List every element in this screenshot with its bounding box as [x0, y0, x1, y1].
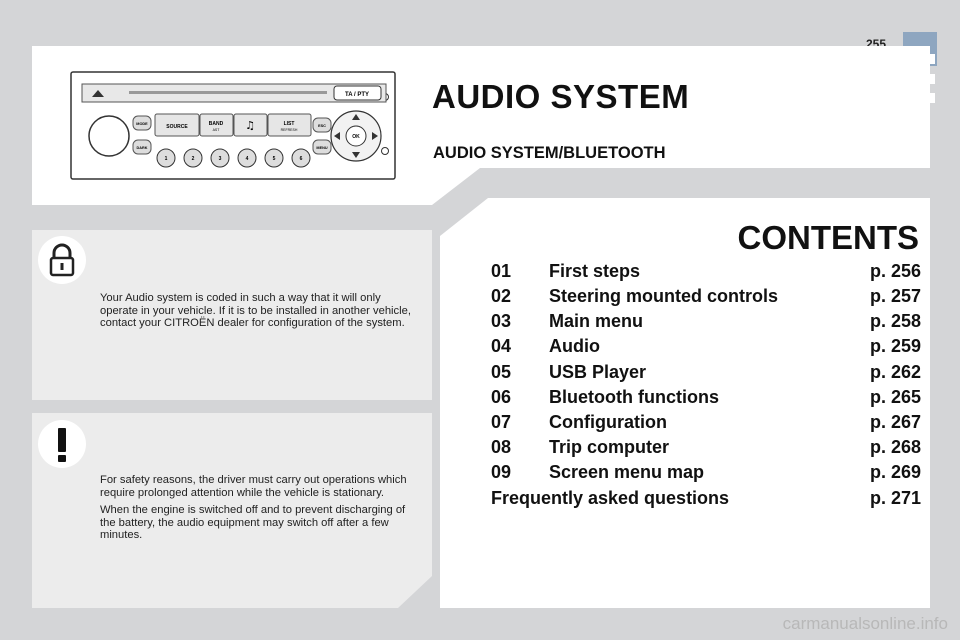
toc-title: First steps [549, 261, 641, 281]
toc-title: Bluetooth functions [549, 387, 719, 407]
toc-number: 06 [491, 387, 512, 407]
ta-pty-button [333, 85, 382, 101]
ok-label: OK [352, 134, 360, 140]
toc-page: p. 258 [869, 311, 921, 331]
menu-label: MENU [316, 146, 327, 150]
toc-item[interactable]: 01 First steps p. 256 [491, 261, 921, 285]
toc-item[interactable]: 06 Bluetooth functions p. 265 [491, 387, 921, 411]
preset-1: 1 [165, 156, 168, 162]
toc-number: 09 [491, 462, 512, 482]
toc-title: Main menu [549, 311, 644, 331]
music-note-button [233, 113, 268, 137]
toc-item[interactable]: 07 Configuration p. 267 [491, 412, 921, 436]
toc-item[interactable]: 04 Audio p. 259 [491, 336, 921, 360]
toc-item[interactable]: 09 Screen menu map p. 269 [491, 462, 921, 486]
toc-page: p. 259 [869, 336, 921, 356]
arrow-up-icon [352, 114, 360, 120]
toc-title: Trip computer [549, 437, 670, 457]
warning-note: For safety reasons, the driver must carr… [100, 474, 420, 547]
toc-page: p. 256 [869, 261, 921, 281]
toc-number: 08 [491, 437, 512, 457]
radio-illustration: TA / PTY MODE DARK SOURCE BAND AST ♫ LIS… [70, 71, 396, 180]
arrow-down-icon [352, 152, 360, 158]
ast-label: AST [213, 128, 221, 132]
toc-item-faq[interactable]: Frequently asked questions p. 271 [491, 488, 921, 512]
lock-icon [38, 236, 86, 284]
toc-title: Screen menu map [549, 462, 705, 482]
arrow-left-icon [334, 132, 340, 140]
contents-heading: CONTENTS [737, 219, 920, 256]
toc-item[interactable]: 03 Main menu p. 258 [491, 311, 921, 335]
toc-page: p. 271 [869, 488, 921, 508]
arrow-right-icon [372, 132, 378, 140]
dark-button [132, 139, 152, 155]
esc-label: ESC [318, 124, 326, 128]
source-button [154, 113, 200, 137]
toc-item[interactable]: 05 USB Player p. 262 [491, 362, 921, 386]
toc-title: Steering mounted controls [549, 286, 779, 306]
mode-button [132, 115, 152, 131]
dark-label: DARK [137, 146, 148, 150]
toc-title: Configuration [549, 412, 667, 432]
list-button [267, 113, 312, 137]
band-button [199, 113, 234, 137]
toc-page: p. 257 [869, 286, 921, 306]
toc-number: 01 [491, 261, 512, 281]
toc-number: 05 [491, 362, 512, 382]
warning-note-text-1: For safety reasons, the driver must carr… [100, 474, 407, 499]
music-note-icon: ♫ [245, 119, 255, 132]
preset-6: 6 [300, 156, 303, 162]
watermark: carmanualsonline.info [782, 614, 948, 633]
list-label: LIST [284, 121, 295, 127]
preset-5: 5 [273, 156, 276, 162]
ok-button [345, 125, 367, 147]
mode-label: MODE [136, 122, 148, 126]
toc-number: 07 [491, 412, 512, 432]
warning-icon [38, 420, 86, 468]
toc-title: USB Player [549, 362, 647, 382]
preset-4: 4 [246, 156, 249, 162]
menu-button [312, 139, 332, 155]
volume-knob [88, 115, 130, 157]
eject-icon [92, 90, 104, 97]
toc-item[interactable]: 08 Trip computer p. 268 [491, 437, 921, 461]
lock-note-text: Your Audio system is coded in such a way… [100, 292, 411, 329]
toc-number: 04 [491, 336, 512, 356]
esc-button [312, 117, 332, 133]
page-subtitle: AUDIO SYSTEM/BLUETOOTH [433, 144, 666, 162]
source-label: SOURCE [166, 124, 188, 130]
toc-item[interactable]: 02 Steering mounted controls p. 257 [491, 286, 921, 310]
preset-buttons: 1 2 3 4 5 6 [156, 148, 311, 168]
preset-2: 2 [192, 156, 195, 162]
toc-page: p. 262 [869, 362, 921, 382]
cd-slot [129, 91, 327, 94]
toc-number: 03 [491, 311, 512, 331]
toc-page: p. 268 [869, 437, 921, 457]
toc-number: 02 [491, 286, 512, 306]
toc-page: p. 269 [869, 462, 921, 482]
toc-page: p. 265 [869, 387, 921, 407]
band-label: BAND [209, 121, 224, 127]
lock-note: Your Audio system is coded in such a way… [100, 292, 420, 335]
ta-pty-label: TA / PTY [345, 92, 369, 98]
warning-note-text-2: When the engine is switched off and to p… [100, 504, 406, 541]
page-title: AUDIO SYSTEM [432, 78, 690, 115]
preset-3: 3 [219, 156, 222, 162]
refresh-label: REFRESH [281, 128, 298, 132]
toc-title: Audio [549, 336, 600, 356]
toc-title: Frequently asked questions [491, 488, 730, 508]
toc-page: p. 267 [869, 412, 921, 432]
